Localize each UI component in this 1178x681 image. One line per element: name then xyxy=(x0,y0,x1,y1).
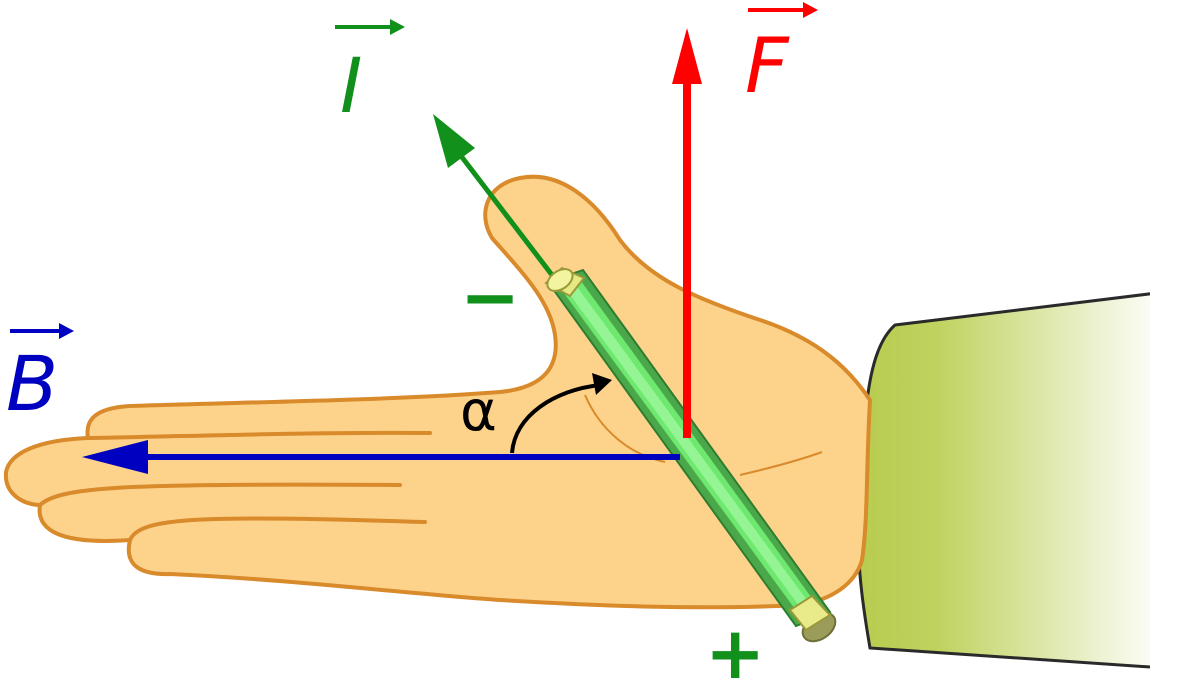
palm-crease-2 xyxy=(739,451,823,476)
field-label: B xyxy=(6,323,74,428)
angle-label: α xyxy=(460,379,497,444)
current-label: I xyxy=(335,19,405,130)
sleeve-right-fade xyxy=(1150,285,1178,675)
finger-line-1 xyxy=(86,430,432,440)
plus-sign: + xyxy=(705,611,765,681)
conductor-rod xyxy=(544,266,837,643)
minus-sign: − xyxy=(460,255,520,339)
angle-arc xyxy=(510,383,601,454)
finger-line-2 xyxy=(38,482,402,507)
field-arrow-head xyxy=(82,440,148,474)
angle-arc-arrowhead xyxy=(592,373,612,395)
current-arrow-shaft xyxy=(456,150,554,277)
force-arrow-head xyxy=(672,28,702,84)
field-label-text: B xyxy=(6,339,58,428)
finger-line-3 xyxy=(128,516,427,542)
force-label: F xyxy=(745,2,818,110)
sleeve xyxy=(857,290,1167,670)
current-arrow-head xyxy=(433,114,475,168)
current-label-text: I xyxy=(340,41,362,130)
force-label-text: F xyxy=(745,21,790,110)
